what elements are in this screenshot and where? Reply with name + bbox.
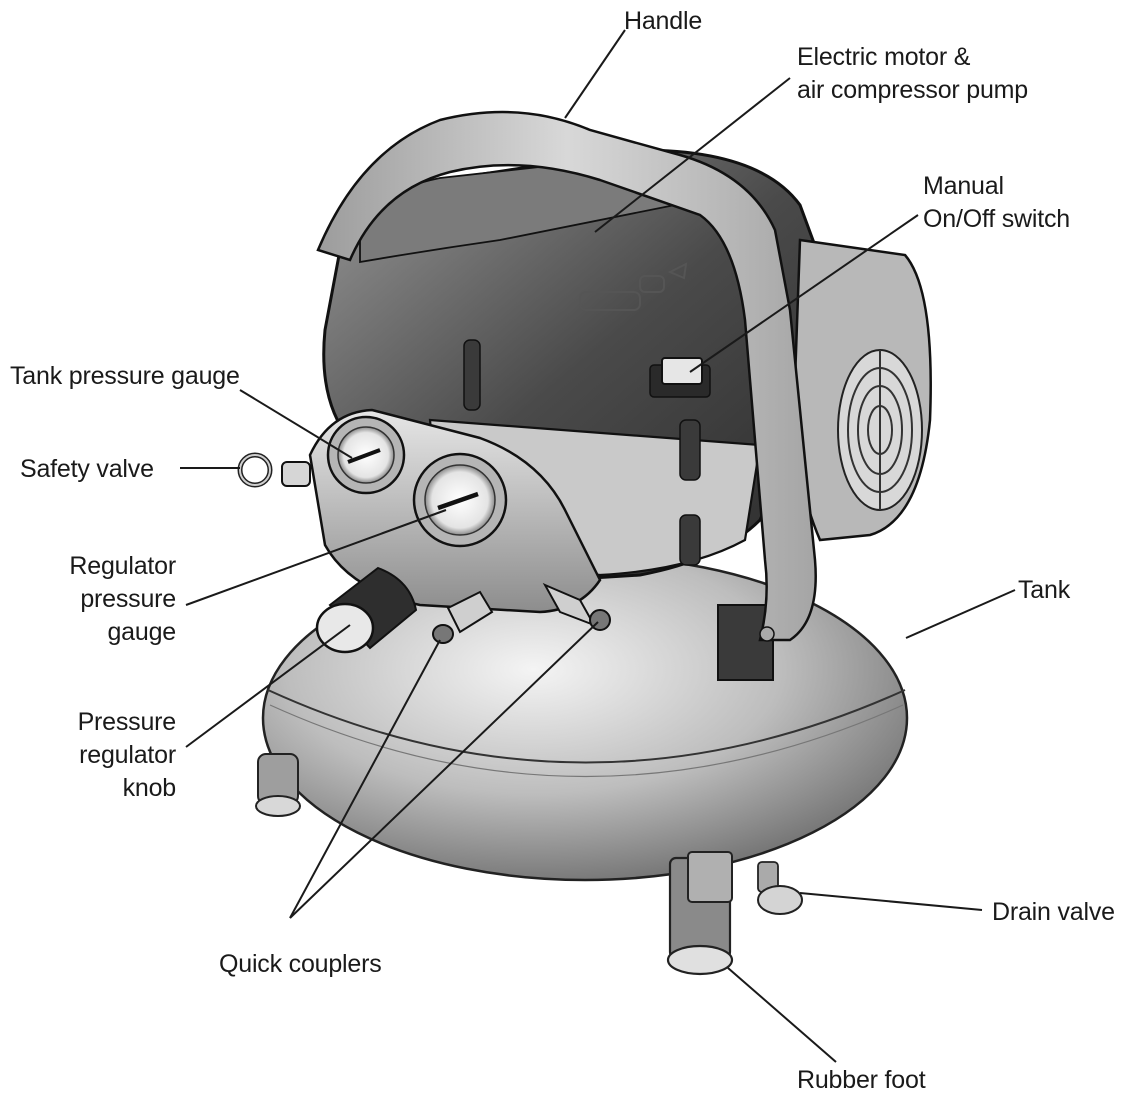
label-tank-text: Tank [1018, 576, 1071, 604]
label-quick-couplers-text: Quick couplers [219, 950, 382, 978]
leader-regulator-gauge [185, 509, 447, 606]
leader-tank [905, 589, 1016, 639]
label-motor-pump: Electric motor & air compressor pump [797, 41, 1028, 107]
rubber-feet [255, 753, 734, 976]
label-motor-line2: air compressor pump [797, 76, 1029, 104]
label-safety-valve-text: Safety valve [20, 455, 154, 483]
label-rubber-foot-text: Rubber foot [797, 1066, 926, 1094]
on-off-switch [649, 357, 711, 398]
drain-valve [757, 861, 803, 915]
label-reg-gauge-line3: gauge [107, 618, 176, 646]
motor-fan-guard [793, 238, 932, 542]
leader-knob [185, 624, 351, 748]
label-tank-pressure-gauge: Tank pressure gauge [10, 360, 240, 393]
label-reg-gauge-line1: Regulator [69, 552, 176, 580]
rubber-foot-left [255, 753, 301, 817]
leader-coupler-left [289, 639, 441, 919]
label-handle-text: Handle [624, 7, 703, 35]
label-drain-valve-text: Drain valve [992, 898, 1115, 926]
label-pressure-regulator-knob: Pressure regulator knob [40, 706, 177, 805]
leader-handle [564, 29, 626, 119]
label-switch-line1: Manual [923, 172, 1004, 200]
leader-tank-gauge [239, 389, 353, 459]
leader-coupler-right [289, 621, 599, 919]
label-switch-line2: On/Off switch [923, 205, 1070, 233]
quick-coupler-left [432, 590, 494, 644]
label-rubber-foot: Rubber foot [797, 1064, 926, 1097]
leader-rubber-foot [727, 967, 837, 1063]
handle [316, 110, 817, 642]
safety-valve [237, 452, 311, 488]
label-reg-gauge-line2: pressure [80, 585, 176, 613]
leader-lines [180, 29, 1016, 1063]
leader-switch [689, 214, 919, 373]
label-handle: Handle [624, 5, 702, 38]
leader-motor [594, 77, 791, 233]
label-knob-line2: regulator [79, 741, 176, 769]
label-quick-couplers: Quick couplers [219, 948, 382, 981]
label-drain-valve: Drain valve [992, 896, 1115, 929]
label-safety-valve: Safety valve [20, 453, 154, 486]
label-tank: Tank [1018, 574, 1070, 607]
quick-couplers [432, 582, 611, 644]
label-tank-gauge-text: Tank pressure gauge [10, 362, 240, 390]
label-knob-line3: knob [122, 774, 177, 802]
label-knob-line1: Pressure [77, 708, 177, 736]
label-regulator-pressure-gauge: Regulator pressure gauge [40, 550, 176, 649]
label-on-off-switch: Manual On/Off switch [923, 170, 1070, 236]
tank-pressure-gauge [326, 415, 406, 495]
rubber-foot-front [666, 851, 734, 976]
label-motor-line1: Electric motor & [797, 43, 971, 71]
regulator-pressure-gauge [412, 452, 508, 548]
leader-drain-valve [799, 892, 983, 911]
